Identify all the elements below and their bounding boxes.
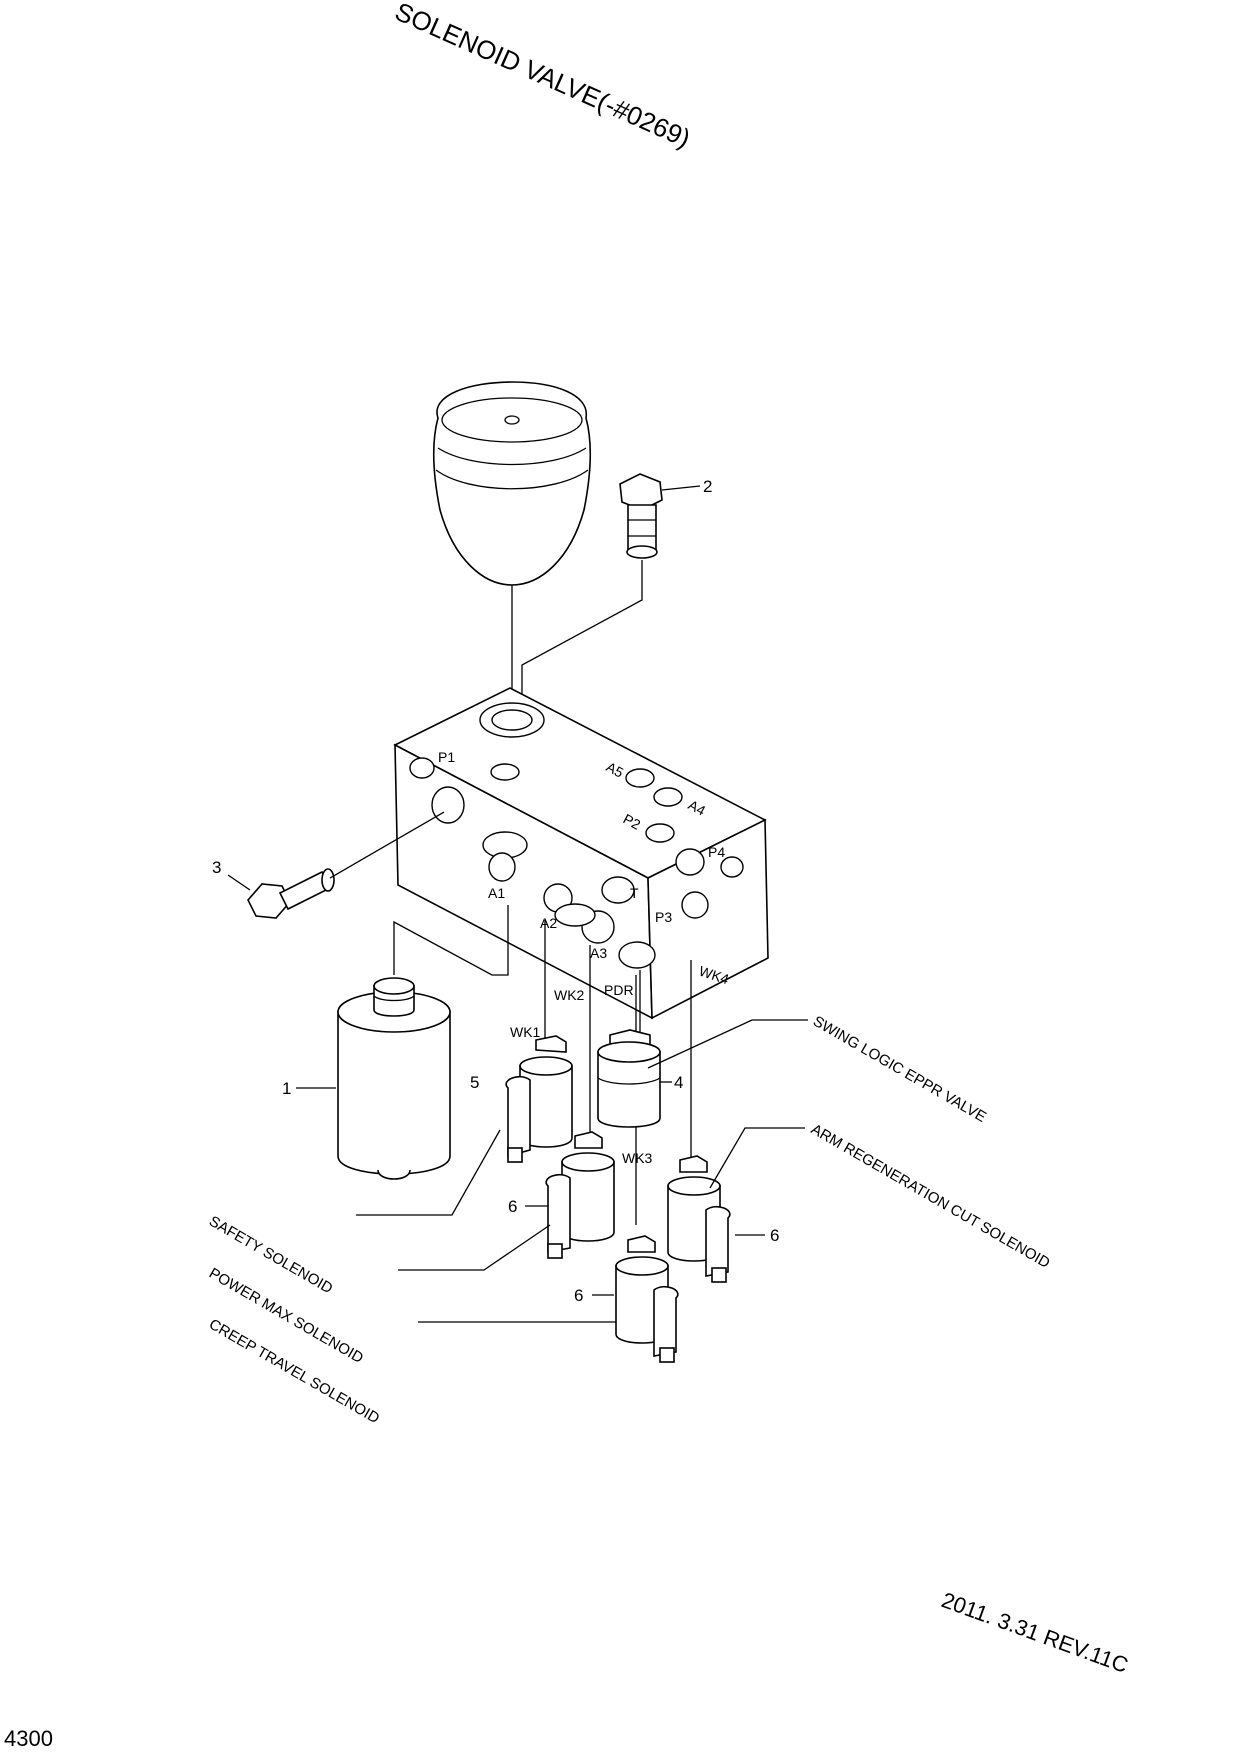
plug-part-3 <box>247 868 335 919</box>
callout-creep-travel-solenoid: CREEP TRAVEL SOLENOID <box>206 1316 382 1428</box>
port-label-p3: P3 <box>655 909 672 925</box>
item-number-5: 5 <box>470 1073 479 1092</box>
item-number-6-creep-travel: 6 <box>574 1286 583 1305</box>
accumulator <box>432 381 592 586</box>
page-number: 4300 <box>4 1726 53 1751</box>
manifold-block <box>393 687 769 1020</box>
solenoid-arm-regeneration-cut <box>667 1155 731 1283</box>
port-label-p2: P2 <box>621 811 644 833</box>
wire-label-wk2: WK2 <box>554 987 585 1003</box>
port-label-t: T <box>630 885 639 901</box>
port-label-a1: A1 <box>488 885 505 901</box>
item-number-4: 4 <box>674 1073 683 1092</box>
port-label-a5: A5 <box>604 759 627 781</box>
port-label-a4: A4 <box>686 797 709 819</box>
port-label-a2: A2 <box>540 915 557 931</box>
item-number-1: 1 <box>282 1079 291 1098</box>
port-label-p1: P1 <box>438 749 455 765</box>
revision-stamp: 2011. 3.31 REV.11C <box>938 1587 1131 1678</box>
wire-label-wk1: WK1 <box>510 1024 541 1040</box>
port-label-p4: P4 <box>708 844 725 860</box>
wire-label-wk3: WK3 <box>622 1150 653 1166</box>
item-number-2: 2 <box>703 477 712 496</box>
plug-part-2 <box>619 473 663 559</box>
item-number-6-power-max: 6 <box>508 1197 517 1216</box>
port-label-a3: A3 <box>590 945 607 961</box>
solenoid-power-max <box>545 1131 615 1259</box>
item-number-6-arm-regen: 6 <box>770 1226 779 1245</box>
callout-power-max-solenoid: POWER MAX SOLENOID <box>206 1265 366 1367</box>
solenoid-creep-travel <box>615 1235 679 1363</box>
item-number-3: 3 <box>212 858 221 877</box>
filter-cylinder <box>337 977 451 1180</box>
wire-label-pdr: PDR <box>604 982 634 998</box>
eppr-valve <box>597 1029 661 1128</box>
callout-arm-regeneration-cut-solenoid: ARM REGENERATION CUT SOLENOID <box>808 1121 1053 1272</box>
callout-swing-logic-eppr-valve: SWING LOGIC EPPR VALVE <box>810 1013 989 1126</box>
solenoid-safety <box>505 1035 573 1163</box>
diagram-title: SOLENOID VALVE(-#0269) <box>391 0 695 154</box>
